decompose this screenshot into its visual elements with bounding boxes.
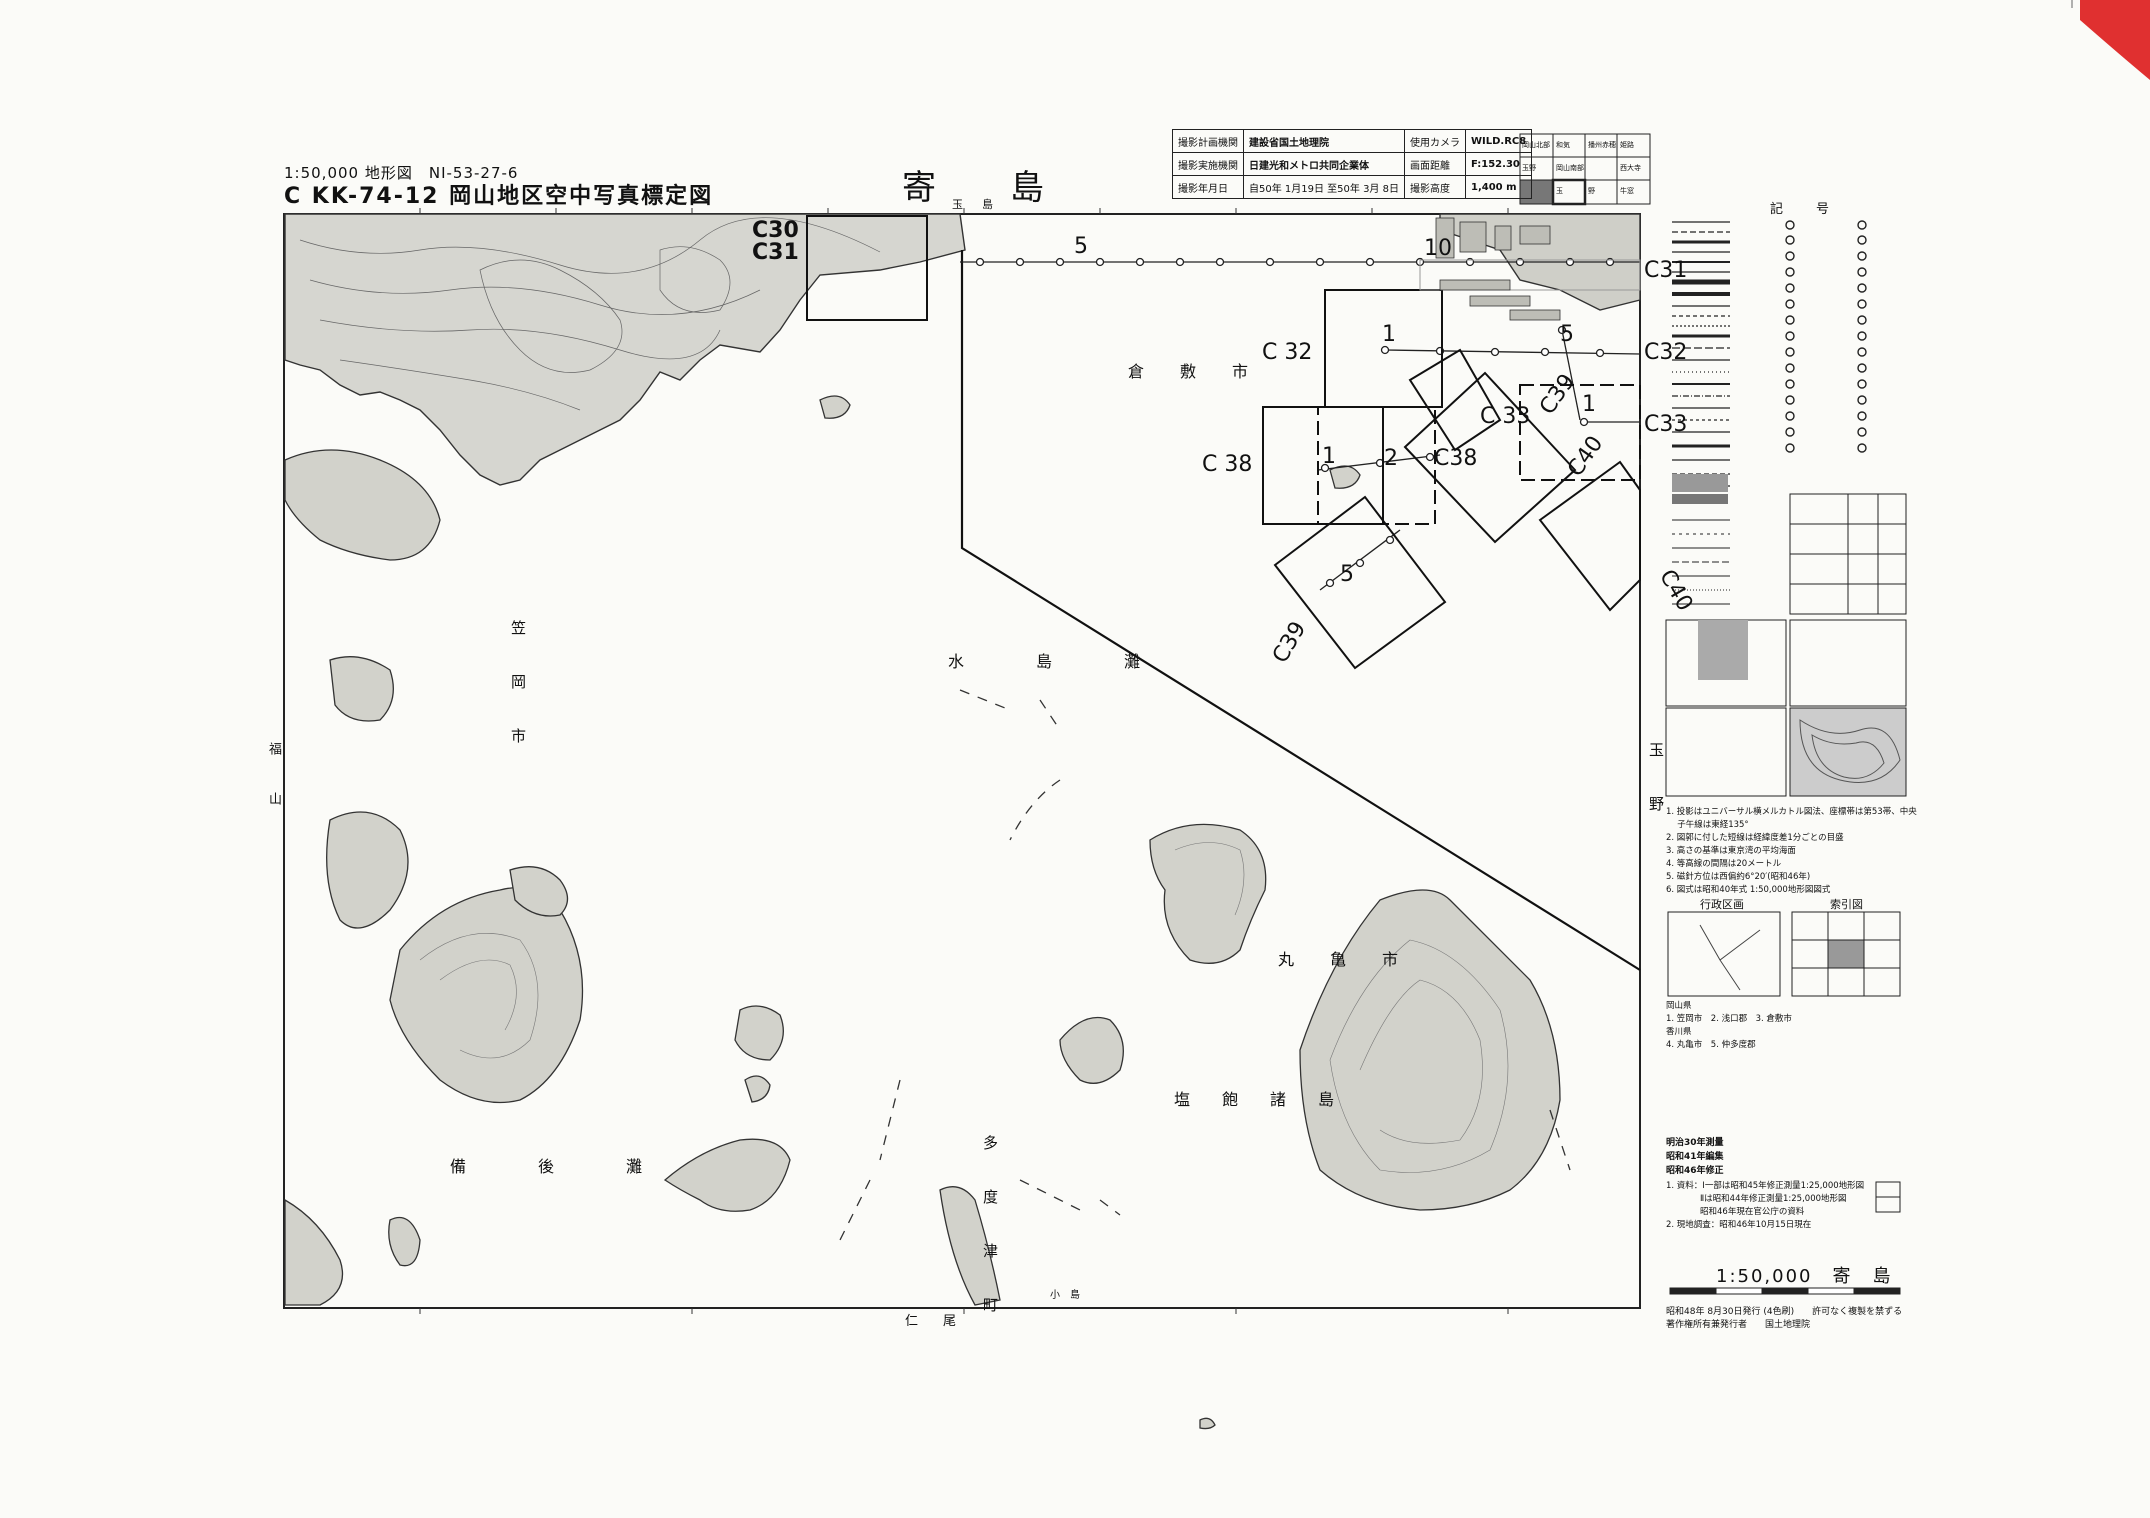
sheet-name: 寄 島 [902, 168, 1064, 208]
adjacent-sheet-labels: 岡山北部 和気 播州赤穂 姫路 玉野 岡山南部 西大寺 玉 野 牛窓 [1520, 134, 1650, 204]
index-label: 岡山南部 [1556, 164, 1584, 172]
legend-note: 子午線は東経135° [1666, 820, 1749, 830]
index-label: 牛窓 [1620, 187, 1634, 195]
label-c32: C 32 [1262, 340, 1313, 365]
index-label: 播州赤穂 [1588, 141, 1616, 149]
label-photo-10: 10 [1424, 236, 1452, 261]
label-c31-top: C31 [752, 240, 799, 265]
label-c32-right: C32 [1644, 340, 1688, 365]
label-photo-5c: 5 [1340, 562, 1354, 587]
label-kasaoka: 笠 岡 市 [509, 620, 527, 755]
label-kojima: 小 島 [1050, 1290, 1080, 1301]
legend-note: 5. 磁針方位は西偏約6°20′(昭和46年) [1666, 872, 1811, 882]
photo-info-table: 撮影計画機関 建設省国土地理院 使用カメラ WILD.RC8 撮影実施機関 日建… [1172, 129, 1533, 199]
label-c38: C 38 [1202, 452, 1253, 477]
index-label: 岡山北部 [1522, 141, 1550, 149]
label-tamano: 玉 野 [1647, 742, 1665, 823]
coverage-boundary [960, 250, 1641, 971]
label-photo-5b: 5 [1560, 322, 1574, 347]
legend-title: 記 号 [1770, 202, 1840, 217]
label-fukuyama: 福 山 [266, 742, 281, 817]
legend-note: 4. 等高線の間隔は20メートル [1666, 859, 1782, 869]
index-diagram-title: 索引図 [1830, 898, 1863, 911]
label-mizushima-sea: 水 島 灘 [948, 652, 1169, 671]
label-shiwaku-islands: 塩 飽 諸 島 [1174, 1090, 1343, 1109]
map-title: C KK-74-12 岡山地区空中写真標定図 [284, 184, 714, 209]
label-c33-right: C33 [1644, 412, 1688, 437]
publication-line: 昭和48年 8月30日発行 (4色刷) 許可なく複製を禁ずる [1666, 1307, 1903, 1317]
label-c38-b: C38 [1434, 446, 1478, 471]
prefecture-line: 4. 丸亀市 5. 仲多度郡 [1666, 1040, 1756, 1050]
legend-note: 2. 図郭に付した短線は経緯度差1分ごとの目盛 [1666, 833, 1844, 843]
label-c30: C30 [752, 218, 799, 243]
islands [284, 395, 1561, 1430]
index-label: 和気 [1556, 141, 1570, 149]
scale-series-label: 1:50,000 地形図 NI-53-27-6 [284, 164, 519, 182]
label-kurashiki: 倉 敷 市 [1128, 362, 1259, 381]
index-label: 姫路 [1620, 141, 1634, 149]
index-label: 玉野 [1522, 164, 1536, 172]
source-line: 昭和46年現在官公庁の資料 [1666, 1207, 1805, 1217]
info-cell: WILD.RC8 [1464, 129, 1533, 153]
label-photo-1b: 1 [1322, 444, 1336, 469]
source-line: Ⅱは昭和44年修正測量1:25,000地形図 [1666, 1194, 1847, 1204]
admin-diagram-title: 行政区画 [1700, 898, 1744, 911]
index-label: 西大寺 [1620, 164, 1641, 172]
prefecture-line: 1. 笠岡市 2. 浅口郡 3. 倉敷市 [1666, 1014, 1792, 1024]
label-bingo-sea: 備 後 灘 [450, 1157, 671, 1176]
info-cell: 使用カメラ [1403, 129, 1466, 153]
source-notes: 1. 資料：Ⅰ一部は昭和45年修正測量1:25,000地形図 Ⅱは昭和44年修正… [1666, 1180, 1864, 1232]
info-cell: 撮影計画機関 [1172, 129, 1244, 153]
history-line: 明治30年測量 [1666, 1138, 1724, 1148]
prefecture-list: 岡山県 1. 笠岡市 2. 浅口郡 3. 倉敷市 香川県 4. 丸亀市 5. 仲… [1666, 1000, 1792, 1052]
survey-history: 明治30年測量 昭和41年編集 昭和46年修正 [1666, 1136, 1724, 1178]
index-label: 野 [1588, 187, 1595, 195]
index-label: 玉 [1556, 187, 1563, 195]
legend-note: 6. 図式は昭和40年式 1:50,000地形図図式 [1666, 885, 1831, 895]
legend-note: 3. 高さの基準は東京湾の平均海面 [1666, 846, 1796, 856]
history-line: 昭和46年修正 [1666, 1166, 1724, 1176]
photo-frames [806, 215, 1641, 670]
label-tadotsu: 多 度 津 町 [981, 1135, 999, 1324]
info-cell: 自50年 1月19日 至50年 3月 8日 [1243, 175, 1405, 199]
label-c31-right: C31 [1644, 258, 1688, 283]
label-nio: 仁 尾 [905, 1314, 963, 1329]
label-tamashima: 玉 島 [952, 198, 997, 211]
legend-notes: 1. 投影はユニバーサル横メルカトル図法、座標帯は第53帯、中央 子午線は東経1… [1666, 806, 1917, 897]
info-cell: 撮影年月日 [1172, 175, 1244, 199]
info-cell: 画面距離 [1403, 152, 1466, 176]
label-marugame: 丸 亀 市 [1278, 950, 1409, 969]
publication-line: 著作権所有兼発行者 国土地理院 [1666, 1320, 1811, 1330]
info-cell: 撮影高度 [1403, 175, 1466, 199]
scale-title: 1:50,000 寄 島 [1716, 1266, 1893, 1287]
info-cell: 日建光和メトロ共同企業体 [1243, 152, 1405, 176]
label-photo-2: 2 [1384, 446, 1398, 471]
info-cell: F:152.30 [1464, 152, 1533, 176]
label-photo-1: 1 [1382, 322, 1396, 347]
publication-info: 昭和48年 8月30日発行 (4色刷) 許可なく複製を禁ずる 著作権所有兼発行者… [1666, 1306, 1902, 1332]
label-flight-5: 5 [1074, 234, 1088, 259]
history-line: 昭和41年編集 [1666, 1152, 1724, 1162]
info-cell: 撮影実施機関 [1172, 152, 1244, 176]
info-cell: 1,400 m [1464, 175, 1533, 199]
source-line: 1. 資料：Ⅰ一部は昭和45年修正測量1:25,000地形図 [1666, 1181, 1865, 1191]
label-photo-1c: 1 [1582, 392, 1596, 417]
legend-graphics [1665, 220, 1907, 1295]
label-c33: C 33 [1480, 404, 1531, 429]
prefecture-line: 岡山県 [1666, 1001, 1692, 1011]
prefecture-line: 香川県 [1666, 1027, 1692, 1037]
source-line: 2. 現地調査：昭和46年10月15日現在 [1666, 1220, 1812, 1230]
info-cell: 建設省国土地理院 [1243, 129, 1405, 153]
legend-note: 1. 投影はユニバーサル横メルカトル図法、座標帯は第53帯、中央 [1666, 807, 1917, 817]
red-tab-marker [2080, 0, 2150, 80]
